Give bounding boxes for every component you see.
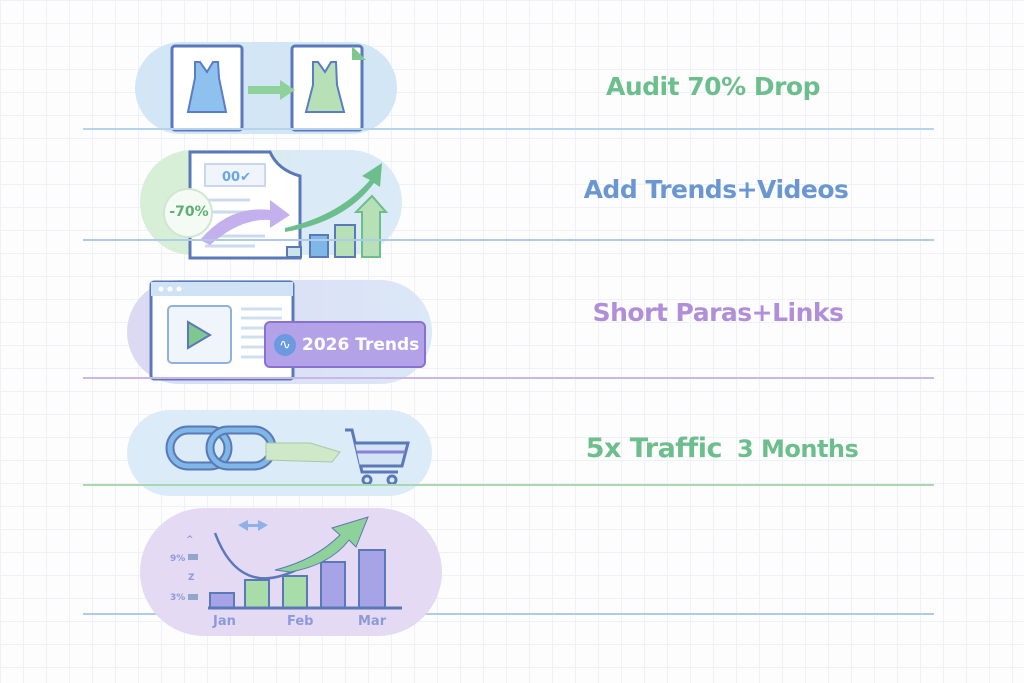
bar-feb-2 [320,561,346,609]
play-icon [187,320,212,350]
bar-feb [282,575,308,609]
trends-badge-label: 2026 Trends [302,334,420,355]
green-dress-icon [304,61,346,113]
trends-badge: ∿ 2026 Trends [264,321,426,368]
month-jan: Jan [213,614,236,629]
svg-text:00✔: 00✔ [222,170,251,185]
curved-arrow-icon [200,200,290,245]
divider [83,377,934,379]
divider [83,128,934,130]
step4-label-suffix: 3 Months [736,435,859,463]
month-mar: Mar [358,614,387,629]
svg-text:9%: 9% [170,554,185,564]
drop-badge: -70% [169,204,209,220]
step2-label: Add Trends+Videos [583,175,849,204]
bar-jan-2 [244,579,270,609]
svg-text:^: ^ [186,535,194,545]
month-feb: Feb [287,614,314,629]
step3-label: Short Paras+Links [592,298,844,327]
blue-dress-icon [186,61,228,113]
step4-label-main: 5x Traffic [585,433,723,464]
growth-arrow-icon [285,163,382,232]
shopping-cart-icon [345,428,410,486]
step4-label: 5x Traffic 3 Months [586,433,859,464]
double-arrow-icon [238,520,268,531]
divider [83,484,934,486]
arrow-icon [248,80,295,100]
growth-arrow-icon [274,516,369,573]
step1-label: Audit 70% Drop [606,72,820,101]
bar-mar [358,549,386,609]
svg-text:3%: 3% [170,593,185,603]
trend-line-icon: ∿ [274,333,296,356]
divider [83,239,934,241]
bar-jan [209,592,235,609]
svg-text:Z: Z [188,573,195,583]
